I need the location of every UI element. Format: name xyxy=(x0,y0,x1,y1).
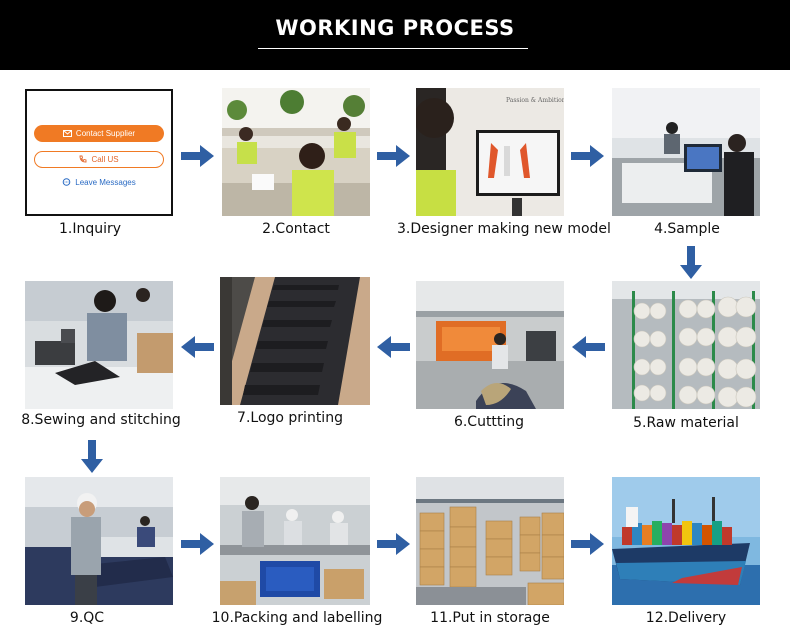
delivery-photo xyxy=(612,477,760,605)
title-underline xyxy=(258,48,528,49)
logo-printing-photo xyxy=(220,277,370,405)
call-us-label: Call US xyxy=(91,155,119,164)
contact-supplier-label: Contact Supplier xyxy=(75,129,136,138)
svg-text:Passion & Ambition: Passion & Ambition xyxy=(506,97,564,104)
step-label-sample: 4.Sample xyxy=(654,221,720,237)
step-label-sewing: 8.Sewing and stitching xyxy=(21,412,181,428)
step-label-qc: 9.QC xyxy=(69,610,105,626)
inquiry-card: Contact Supplier Call US Leave Messages xyxy=(25,89,173,216)
arrow-right-6 xyxy=(571,532,605,556)
packing-photo xyxy=(220,477,370,605)
chat-icon xyxy=(62,178,71,188)
phone-icon xyxy=(79,153,87,168)
step-label-storage: 11.Put in storage xyxy=(430,610,550,626)
step-label-packing: 10.Packing and labelling xyxy=(211,610,383,626)
arrow-down-1 xyxy=(679,246,703,280)
call-us-button[interactable]: Call US xyxy=(34,151,164,168)
sample-photo xyxy=(612,88,760,216)
step-label-logo-printing: 7.Logo printing xyxy=(237,410,343,426)
step-label-delivery: 12.Delivery xyxy=(645,610,727,626)
arrow-left-2 xyxy=(376,335,410,359)
cutting-photo xyxy=(416,281,564,409)
sewing-photo xyxy=(25,281,173,409)
arrow-left-1 xyxy=(571,335,605,359)
arrow-right-4 xyxy=(181,532,215,556)
header-banner: WORKING PROCESS xyxy=(0,0,790,70)
contact-photo xyxy=(222,88,370,216)
step-label-cutting: 6.Cuttting xyxy=(453,414,525,430)
storage-photo xyxy=(416,477,564,605)
arrow-right-3 xyxy=(571,144,605,168)
step-label-contact: 2.Contact xyxy=(262,221,330,237)
qc-photo xyxy=(25,477,173,605)
raw-material-photo xyxy=(612,281,760,409)
arrow-right-1 xyxy=(181,144,215,168)
step-label-designer: 3.Designer making new model xyxy=(397,221,611,237)
leave-messages-label: Leave Messages xyxy=(75,178,136,187)
step-label-inquiry: 1.Inquiry xyxy=(58,221,122,237)
arrow-left-3 xyxy=(180,335,214,359)
arrow-right-2 xyxy=(377,144,411,168)
step-label-raw-material: 5.Raw material xyxy=(633,415,739,431)
page-title: WORKING PROCESS xyxy=(275,16,515,40)
envelope-icon xyxy=(62,126,72,143)
leave-messages-link[interactable]: Leave Messages xyxy=(27,178,171,188)
arrow-down-2 xyxy=(80,440,104,474)
designer-photo: Passion & Ambition xyxy=(416,88,564,216)
contact-supplier-button[interactable]: Contact Supplier xyxy=(34,125,164,142)
arrow-right-5 xyxy=(377,532,411,556)
